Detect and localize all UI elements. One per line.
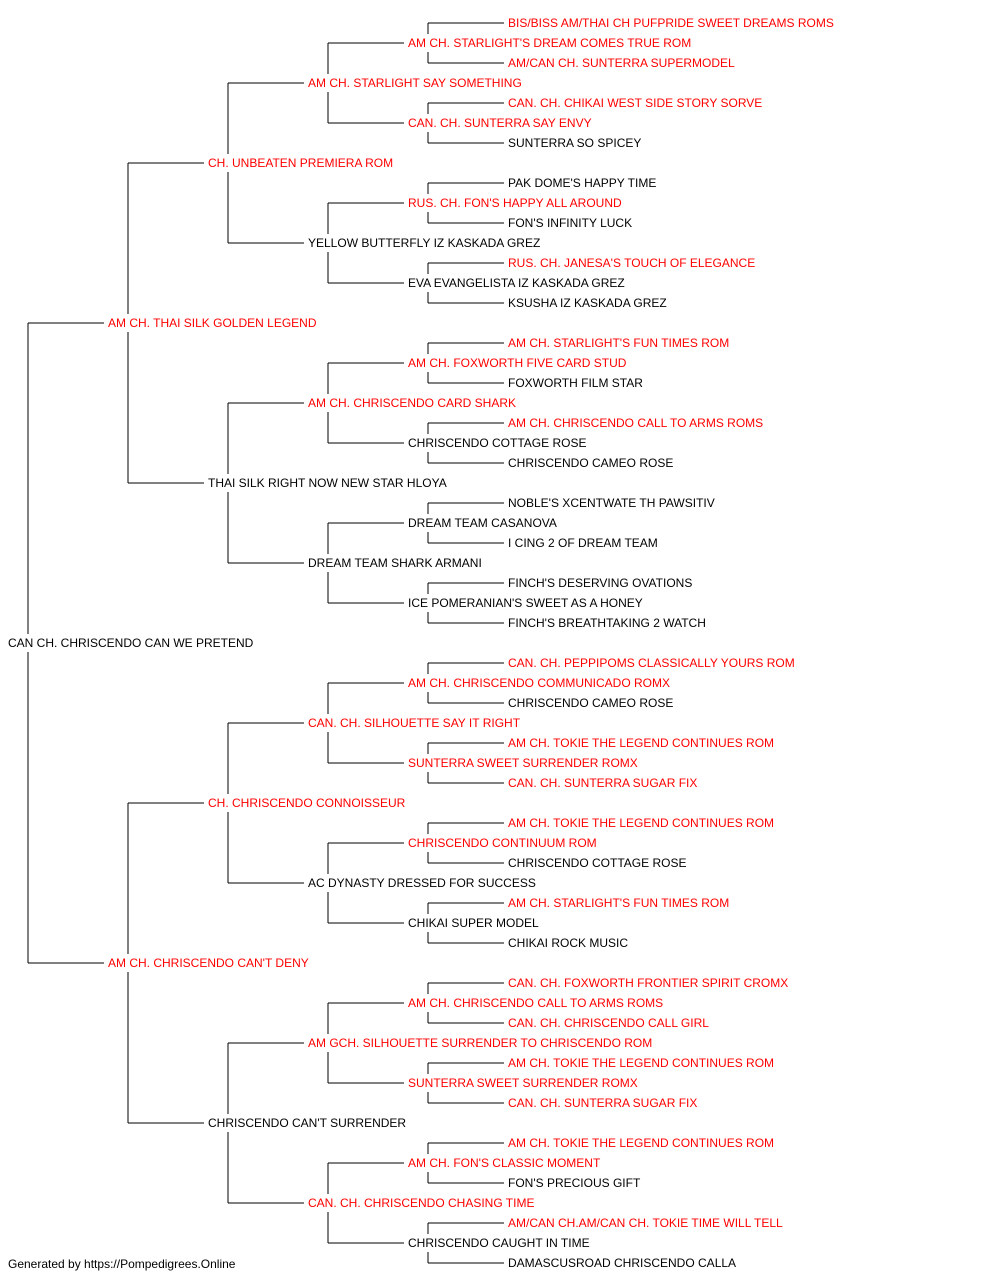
ancestor-sire-sire-sire: AM CH. STARLIGHT SAY SOMETHING xyxy=(308,76,522,90)
footer-credit: Generated by https://Pompedigrees.Online xyxy=(8,1257,236,1271)
ancestor-dam-dam-sire-sire: AM CH. CHRISCENDO CALL TO ARMS ROMS xyxy=(408,996,663,1010)
ancestor-sire-sire-sire-sire-sire: BIS/BISS AM/THAI CH PUFPRIDE SWEET DREAM… xyxy=(508,16,834,30)
ancestor-dam-sire: CH. CHRISCENDO CONNOISSEUR xyxy=(208,796,406,810)
ancestor-sire-dam-dam: DREAM TEAM SHARK ARMANI xyxy=(308,556,482,570)
ancestor-sire-dam-sire-dam-sire: AM CH. CHRISCENDO CALL TO ARMS ROMS xyxy=(508,416,763,430)
ancestor-dam-dam-dam-dam: CHRISCENDO CAUGHT IN TIME xyxy=(408,1236,590,1250)
ancestor-sire-dam-sire-dam-dam: CHRISCENDO CAMEO ROSE xyxy=(508,456,673,470)
ancestor-dam-dam-dam-dam-sire: AM/CAN CH.AM/CAN CH. TOKIE TIME WILL TEL… xyxy=(508,1216,783,1230)
ancestor-sire-sire-sire-sire: AM CH. STARLIGHT'S DREAM COMES TRUE ROM xyxy=(408,36,691,50)
ancestor-sire-dam-dam-dam: ICE POMERANIAN'S SWEET AS A HONEY xyxy=(408,596,643,610)
ancestor-dam-sire-sire: CAN. CH. SILHOUETTE SAY IT RIGHT xyxy=(308,716,521,730)
ancestor-dam-dam-sire-dam-sire: AM CH. TOKIE THE LEGEND CONTINUES ROM xyxy=(508,1056,774,1070)
ancestor-dam-sire-sire-sire-sire: CAN. CH. PEPPIPOMS CLASSICALLY YOURS ROM xyxy=(508,656,795,670)
ancestor-dam-sire-sire-dam-dam: CAN. CH. SUNTERRA SUGAR FIX xyxy=(508,776,697,790)
ancestor-sire-sire-dam-dam: EVA EVANGELISTA IZ KASKADA GREZ xyxy=(408,276,625,290)
ancestor-dam-dam-sire-sire-sire: CAN. CH. FOXWORTH FRONTIER SPIRIT CROMX xyxy=(508,976,788,990)
ancestor-sire-sire-sire-dam-dam: SUNTERRA SO SPICEY xyxy=(508,136,641,150)
subject-dog-name: CAN CH. CHRISCENDO CAN WE PRETEND xyxy=(8,636,254,650)
ancestor-dam-dam-sire-dam-dam: CAN. CH. SUNTERRA SUGAR FIX xyxy=(508,1096,697,1110)
ancestor-sire-sire-dam-dam-dam: KSUSHA IZ KASKADA GREZ xyxy=(508,296,667,310)
ancestor-sire-dam-sire-sire-sire: AM CH. STARLIGHT'S FUN TIMES ROM xyxy=(508,336,729,350)
ancestor-sire-sire-dam-sire-dam: FON'S INFINITY LUCK xyxy=(508,216,632,230)
ancestor-sire-dam-sire-dam: CHRISCENDO COTTAGE ROSE xyxy=(408,436,586,450)
ancestor-dam: AM CH. CHRISCENDO CAN'T DENY xyxy=(108,956,309,970)
ancestor-dam-dam-dam: CAN. CH. CHRISCENDO CHASING TIME xyxy=(308,1196,534,1210)
ancestor-sire-dam-dam-sire-dam: I CING 2 OF DREAM TEAM xyxy=(508,536,658,550)
ancestor-dam-dam-sire: AM GCH. SILHOUETTE SURRENDER TO CHRISCEN… xyxy=(308,1036,652,1050)
ancestor-dam-sire-dam: AC DYNASTY DRESSED FOR SUCCESS xyxy=(308,876,536,890)
ancestor-dam-sire-dam-sire: CHRISCENDO CONTINUUM ROM xyxy=(408,836,597,850)
ancestor-sire: AM CH. THAI SILK GOLDEN LEGEND xyxy=(108,316,317,330)
ancestor-dam-sire-dam-sire-sire: AM CH. TOKIE THE LEGEND CONTINUES ROM xyxy=(508,816,774,830)
ancestor-sire-dam-sire-sire: AM CH. FOXWORTH FIVE CARD STUD xyxy=(408,356,627,370)
ancestor-sire-sire-dam-dam-sire: RUS. CH. JANESA'S TOUCH OF ELEGANCE xyxy=(508,256,755,270)
ancestor-sire-sire-sire-sire-dam: AM/CAN CH. SUNTERRA SUPERMODEL xyxy=(508,56,735,70)
ancestor-sire-sire-sire-dam-sire: CAN. CH. CHIKAI WEST SIDE STORY SORVE xyxy=(508,96,762,110)
ancestor-sire-sire-dam: YELLOW BUTTERFLY IZ KASKADA GREZ xyxy=(308,236,540,250)
ancestor-dam-sire-sire-dam: SUNTERRA SWEET SURRENDER ROMX xyxy=(408,756,638,770)
ancestor-sire-dam-dam-dam-sire: FINCH'S DESERVING OVATIONS xyxy=(508,576,692,590)
ancestor-dam-dam-sire-sire-dam: CAN. CH. CHRISCENDO CALL GIRL xyxy=(508,1016,709,1030)
ancestor-dam-dam: CHRISCENDO CAN'T SURRENDER xyxy=(208,1116,406,1130)
ancestor-sire-sire-dam-sire: RUS. CH. FON'S HAPPY ALL AROUND xyxy=(408,196,622,210)
ancestor-dam-sire-dam-sire-dam: CHRISCENDO COTTAGE ROSE xyxy=(508,856,686,870)
ancestor-dam-dam-dam-sire-dam: FON'S PRECIOUS GIFT xyxy=(508,1176,641,1190)
ancestor-sire-dam-sire-sire-dam: FOXWORTH FILM STAR xyxy=(508,376,643,390)
ancestor-dam-sire-dam-dam-dam: CHIKAI ROCK MUSIC xyxy=(508,936,628,950)
ancestor-sire-dam-dam-sire: DREAM TEAM CASANOVA xyxy=(408,516,557,530)
ancestor-dam-sire-dam-dam-sire: AM CH. STARLIGHT'S FUN TIMES ROM xyxy=(508,896,729,910)
ancestor-dam-sire-sire-sire: AM CH. CHRISCENDO COMMUNICADO ROMX xyxy=(408,676,670,690)
ancestor-sire-sire-sire-dam: CAN. CH. SUNTERRA SAY ENVY xyxy=(408,116,592,130)
ancestor-dam-sire-dam-dam: CHIKAI SUPER MODEL xyxy=(408,916,539,930)
ancestor-dam-dam-sire-dam: SUNTERRA SWEET SURRENDER ROMX xyxy=(408,1076,638,1090)
ancestor-dam-sire-sire-sire-dam: CHRISCENDO CAMEO ROSE xyxy=(508,696,673,710)
ancestor-sire-dam-sire: AM CH. CHRISCENDO CARD SHARK xyxy=(308,396,516,410)
ancestor-dam-sire-sire-dam-sire: AM CH. TOKIE THE LEGEND CONTINUES ROM xyxy=(508,736,774,750)
ancestor-sire-dam-dam-dam-dam: FINCH'S BREATHTAKING 2 WATCH xyxy=(508,616,706,630)
ancestor-dam-dam-dam-sire: AM CH. FON'S CLASSIC MOMENT xyxy=(408,1156,601,1170)
ancestor-sire-dam-dam-sire-sire: NOBLE'S XCENTWATE TH PAWSITIV xyxy=(508,496,715,510)
ancestor-dam-dam-dam-sire-sire: AM CH. TOKIE THE LEGEND CONTINUES ROM xyxy=(508,1136,774,1150)
ancestor-sire-sire: CH. UNBEATEN PREMIERA ROM xyxy=(208,156,393,170)
ancestor-dam-dam-dam-dam-dam: DAMASCUSROAD CHRISCENDO CALLA xyxy=(508,1256,736,1270)
ancestor-sire-dam: THAI SILK RIGHT NOW NEW STAR HLOYA xyxy=(208,476,447,490)
ancestor-sire-sire-dam-sire-sire: PAK DOME'S HAPPY TIME xyxy=(508,176,656,190)
